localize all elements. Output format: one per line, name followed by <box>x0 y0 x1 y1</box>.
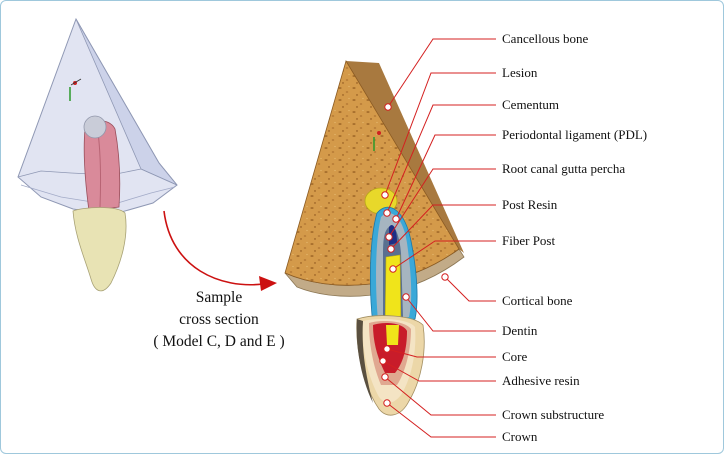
caption-line-3: ( Model C, D and E ) <box>153 333 285 350</box>
curve-arrow <box>163 210 264 286</box>
arrow-head-icon <box>259 276 277 291</box>
tooth-in-bone-model <box>17 17 178 292</box>
label-cementum: Cementum <box>502 97 560 112</box>
leader-dots <box>379 103 449 407</box>
leader-lines <box>382 38 496 438</box>
sample-caption: Sample cross section ( Model C, D and E … <box>129 287 309 353</box>
cross-section-model <box>284 60 465 416</box>
caption-line-1: Sample <box>195 289 243 306</box>
label-root-canal-gutta-percha: Root canal gutta percha <box>502 161 626 176</box>
label-core: Core <box>502 349 528 364</box>
label-cortical-bone: Cortical bone <box>502 293 573 308</box>
label-cancellous-bone: Cancellous bone <box>502 31 589 46</box>
label-dentin: Dentin <box>502 323 538 338</box>
label-crown-substructure: Crown substructure <box>502 407 605 422</box>
label-fiber-post: Fiber Post <box>502 233 556 248</box>
label-lesion: Lesion <box>502 65 538 80</box>
label-crown: Crown <box>502 429 538 444</box>
label-post-resin: Post Resin <box>502 197 558 212</box>
label-pdl: Periodontal ligament (PDL) <box>502 127 648 142</box>
caption-line-2: cross section <box>179 311 259 328</box>
label-adhesive-resin: Adhesive resin <box>502 373 580 388</box>
